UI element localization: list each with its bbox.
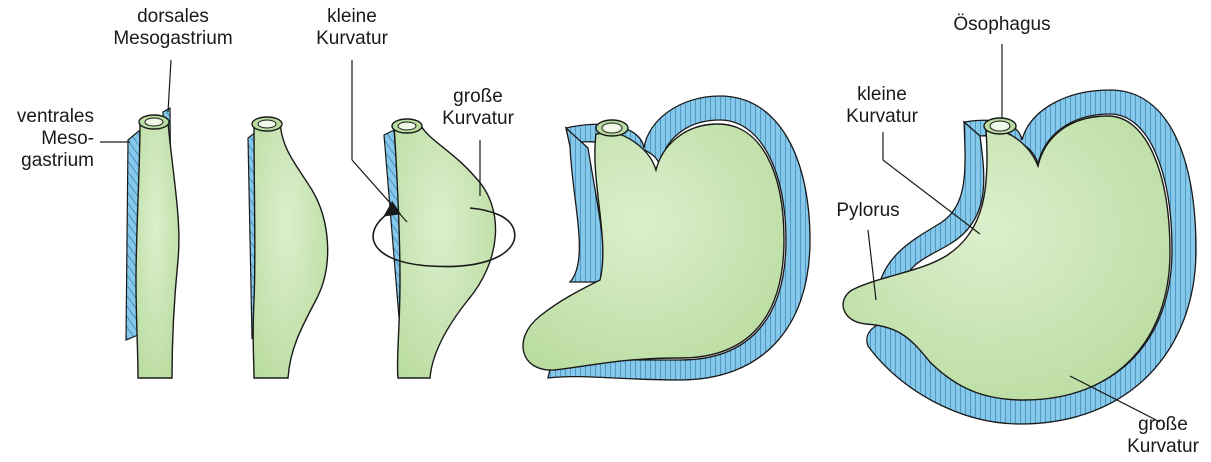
label-ventrales-mesogastrium: ventrales Meso- gastrium	[2, 106, 94, 172]
label-line: ventrales	[2, 106, 94, 128]
label-line: große	[432, 86, 524, 108]
label-line: Pylorus	[826, 200, 910, 222]
label-pylorus: Pylorus	[826, 200, 910, 222]
label-line: gastrium	[2, 150, 94, 172]
label-line: Meso-	[2, 128, 94, 150]
label-kleine-kurvatur-1: kleine Kurvatur	[306, 6, 398, 50]
label-line: Ösophagus	[950, 14, 1054, 36]
label-line: Kurvatur	[836, 106, 928, 128]
label-oesophagus: Ösophagus	[950, 14, 1054, 36]
label-line: große	[1118, 414, 1208, 436]
stage-2-stomach-tube	[248, 117, 328, 378]
label-line: kleine	[836, 84, 928, 106]
label-line: kleine	[306, 6, 398, 28]
stomach-tube-body	[136, 122, 179, 378]
label-line: Mesogastrium	[108, 28, 238, 50]
label-grosse-kurvatur-1: große Kurvatur	[432, 86, 524, 130]
label-line: Kurvatur	[1118, 436, 1208, 458]
stage-4-stomach-j-shape	[523, 96, 810, 380]
label-line: dorsales	[108, 6, 238, 28]
label-line: Kurvatur	[432, 108, 524, 130]
stage-1-stomach-tube	[100, 60, 179, 378]
label-line: Kurvatur	[306, 28, 398, 50]
label-dorsales-mesogastrium: dorsales Mesogastrium	[108, 6, 238, 50]
leader-dorsales	[168, 60, 171, 112]
label-grosse-kurvatur-2: große Kurvatur	[1118, 414, 1208, 458]
stomach-body	[253, 122, 328, 378]
label-kleine-kurvatur-2: kleine Kurvatur	[836, 84, 928, 128]
stomach-body	[523, 124, 784, 370]
